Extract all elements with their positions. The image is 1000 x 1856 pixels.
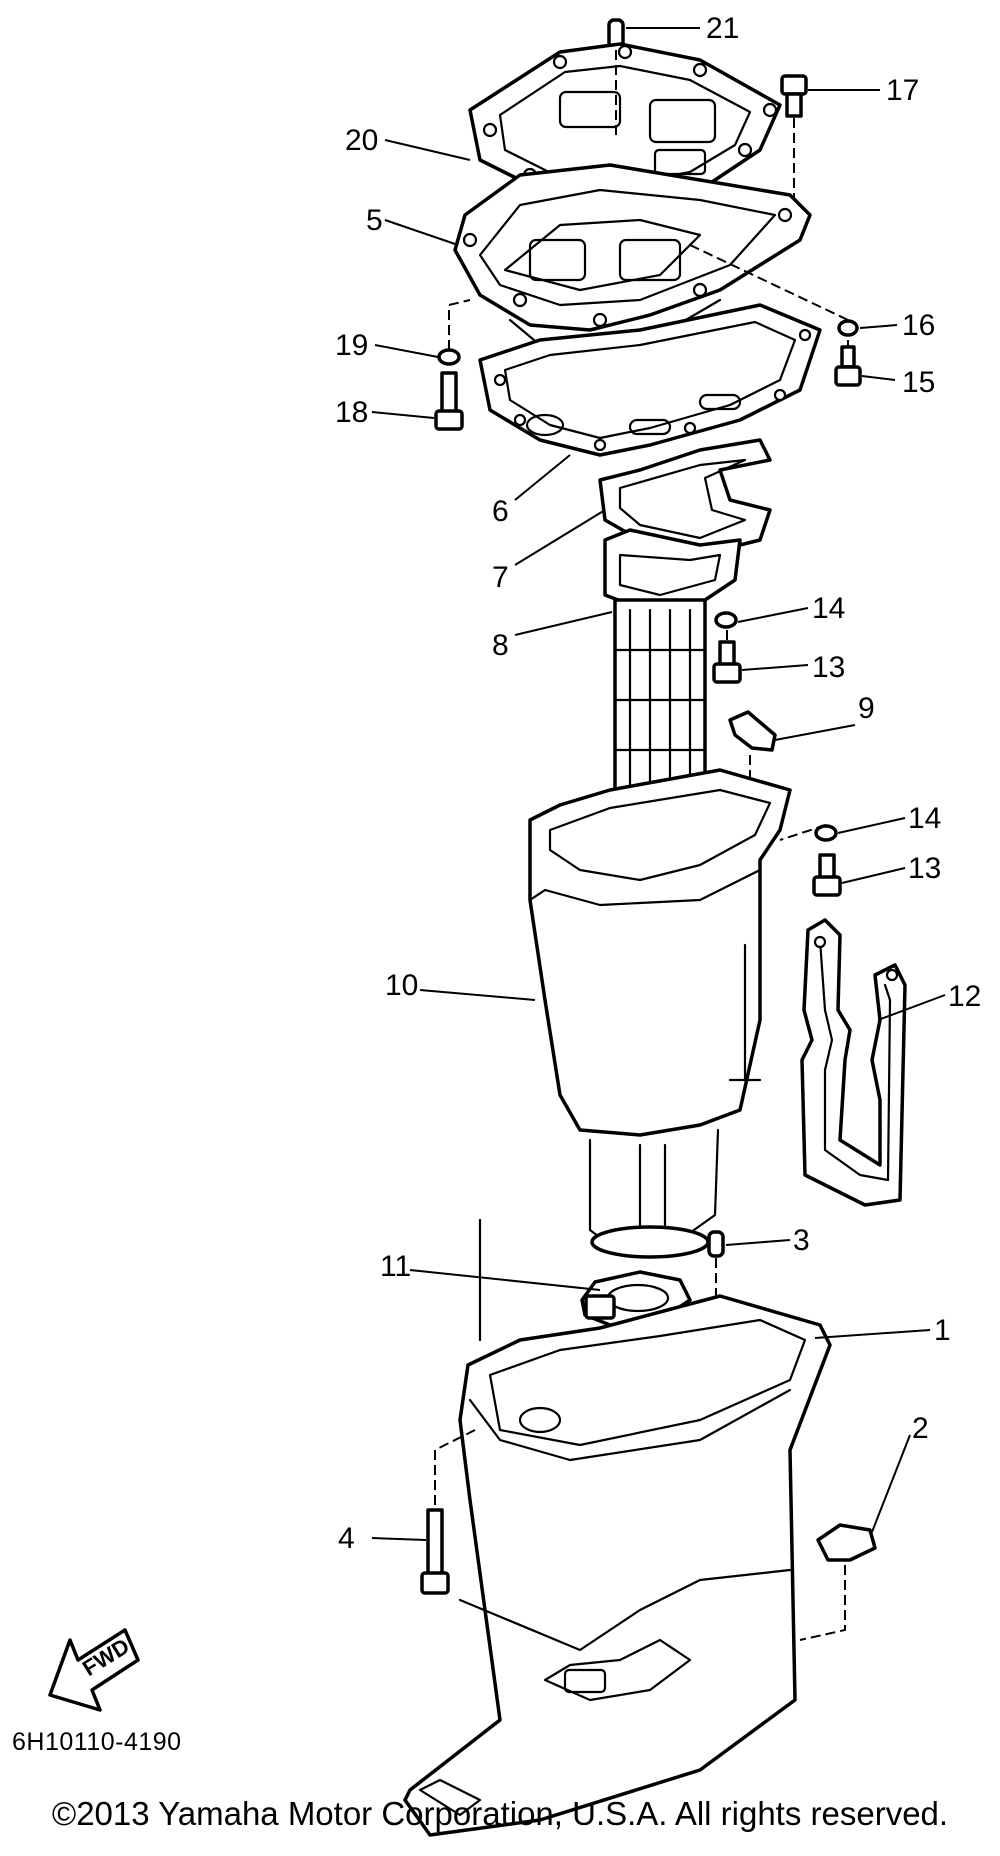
- leader-lines: [371, 27, 946, 1541]
- callout-9: 9: [858, 692, 875, 725]
- callout-1: 1: [934, 1314, 951, 1347]
- callout-16: 16: [902, 309, 935, 342]
- callout-21: 21: [706, 12, 739, 45]
- part-1-upper-casing: [403, 1218, 832, 1837]
- callout-6: 6: [492, 495, 509, 528]
- fwd-arrow-icon: FWD: [48, 1628, 140, 1712]
- callout-17: 17: [886, 74, 919, 107]
- part-18-bolt: [434, 371, 464, 431]
- part-9-rubber-seal: [728, 710, 777, 752]
- part-15-bolt: [834, 345, 862, 387]
- callout-7: 7: [492, 561, 509, 594]
- part-14-washer-upper: [714, 611, 738, 629]
- drawing-code: 6H10110-4190: [12, 1728, 182, 1756]
- callout-12: 12: [948, 980, 981, 1013]
- callout-4: 4: [338, 1522, 355, 1555]
- copyright-notice: ©2013 Yamaha Motor Corporation, U.S.A. A…: [51, 1795, 949, 1832]
- callout-8: 8: [492, 629, 509, 662]
- callout-18: 18: [335, 396, 368, 429]
- callout-13-lower: 13: [908, 852, 941, 885]
- callout-20: 20: [345, 124, 378, 157]
- part-16-washer: [837, 319, 859, 337]
- part-13-bolt-upper: [712, 640, 742, 684]
- callout-11: 11: [380, 1250, 411, 1283]
- part-8-exhaust-manifold: [603, 528, 742, 832]
- part-6-gasket: [478, 303, 822, 457]
- part-3-dowel-pin: [707, 1230, 725, 1258]
- callout-13-upper: 13: [812, 651, 845, 684]
- part-callouts: 21 17 20 5 16 19 15 18 6 7 14 8 13 9 14 …: [335, 12, 981, 1555]
- callout-5: 5: [366, 204, 383, 237]
- callout-2: 2: [912, 1412, 929, 1445]
- part-19-washer: [437, 348, 461, 366]
- alignment-lines: [434, 50, 849, 1641]
- part-12-gasket: [800, 918, 907, 1207]
- callout-14-upper: 14: [812, 592, 845, 625]
- callout-10: 10: [385, 969, 418, 1002]
- part-5-upper-casing: [453, 163, 812, 352]
- callout-14-lower: 14: [908, 802, 941, 835]
- callout-19: 19: [335, 329, 368, 362]
- callout-3: 3: [793, 1224, 810, 1257]
- part-2-cover: [816, 1523, 877, 1562]
- part-20-upper-gasket: [468, 42, 782, 207]
- callout-15: 15: [902, 366, 935, 399]
- part-13-bolt-lower: [812, 853, 842, 897]
- part-10-oil-pan: [528, 768, 792, 1259]
- part-17-bolt: [780, 74, 808, 118]
- part-4-bolt: [420, 1508, 450, 1595]
